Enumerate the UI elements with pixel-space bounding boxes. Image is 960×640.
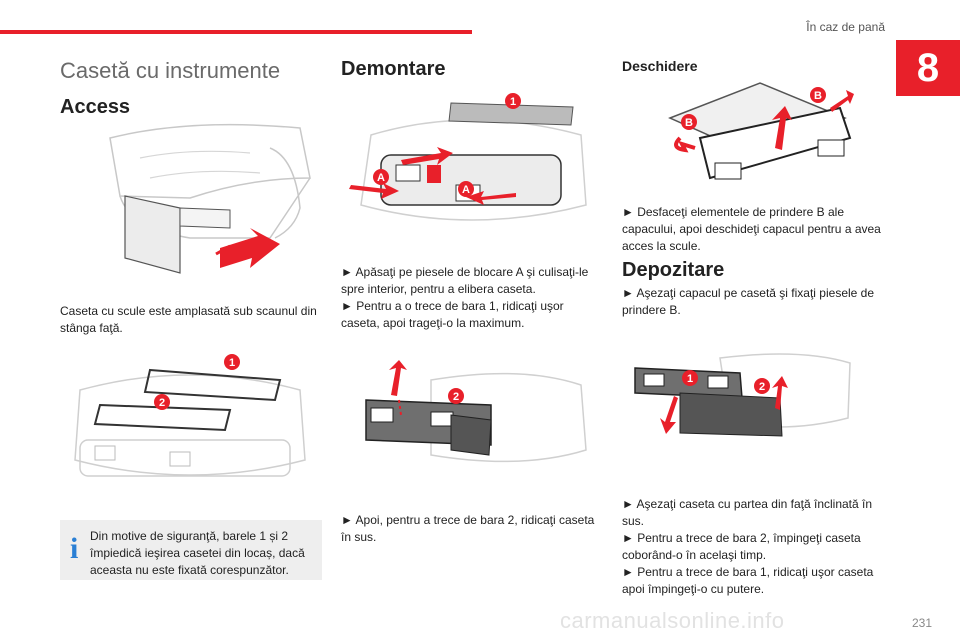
heading-storage: Depozitare [622,259,725,281]
removal-step-3: ► Apoi, pentru a trece de bara 2, ridica… [341,513,595,544]
removal-illustration-2: 2 [341,360,603,470]
callout-label: 1 [510,96,516,108]
heading-access: Access [60,96,131,118]
storage-illustration: 2 1 [630,348,852,438]
callout-label: B [814,90,822,102]
section-title: Casetă cu instrumente [60,58,281,83]
note-text: Din motive de siguranţă, barele 1 și 2 î… [90,529,305,577]
callout-label: B [685,117,693,129]
info-icon: i [70,532,79,565]
intro-paragraph: Caseta cu scule este amplasată sub scaun… [60,304,317,335]
storage-step-2: ► Aşezaţi caseta cu partea din faţă încl… [622,497,873,528]
callout-label: 1 [687,373,693,385]
storage-step-1: ► Aşezaţi capacul pe casetă şi fixaţi pi… [622,286,875,317]
heading-removal: Demontare [341,58,446,80]
seat-illustration [70,118,322,288]
header-accent-bar [0,30,472,34]
chapter-number-badge: 8 [896,40,960,96]
removal-step-2: ► Pentru a o trece de bara 1, ridicaţi u… [341,299,564,330]
opening-step-1: ► Desfaceţi elementele de prindere B ale… [622,205,881,253]
removal-step-1: ► Apăsaţi pe piesele de blocare A şi cul… [341,265,589,296]
heading-opening: Deschidere [622,58,698,74]
storage-step-4: ► Pentru a trece de bara 1, ridicaţi uşo… [622,565,874,596]
watermark: carmanualsonline.info [560,608,785,633]
callout-label: 1 [229,357,235,369]
callout-label: A [377,172,385,184]
callout-label: 2 [453,391,459,403]
callout-label: 2 [159,397,165,409]
page-number: 231 [911,616,932,630]
safety-note: i Din motive de siguranţă, barele 1 și 2… [60,520,322,580]
removal-illustration-1: 1 A A [341,85,603,245]
running-header: În caz de pană [806,20,885,34]
callout-label: A [462,184,470,196]
storage-step-3: ► Pentru a trece de bara 2, împingeţi ca… [622,531,861,562]
callout-label: 2 [759,381,765,393]
opening-illustration: B B [640,78,855,196]
toolbox-bars-illustration: 1 2 [60,350,322,498]
